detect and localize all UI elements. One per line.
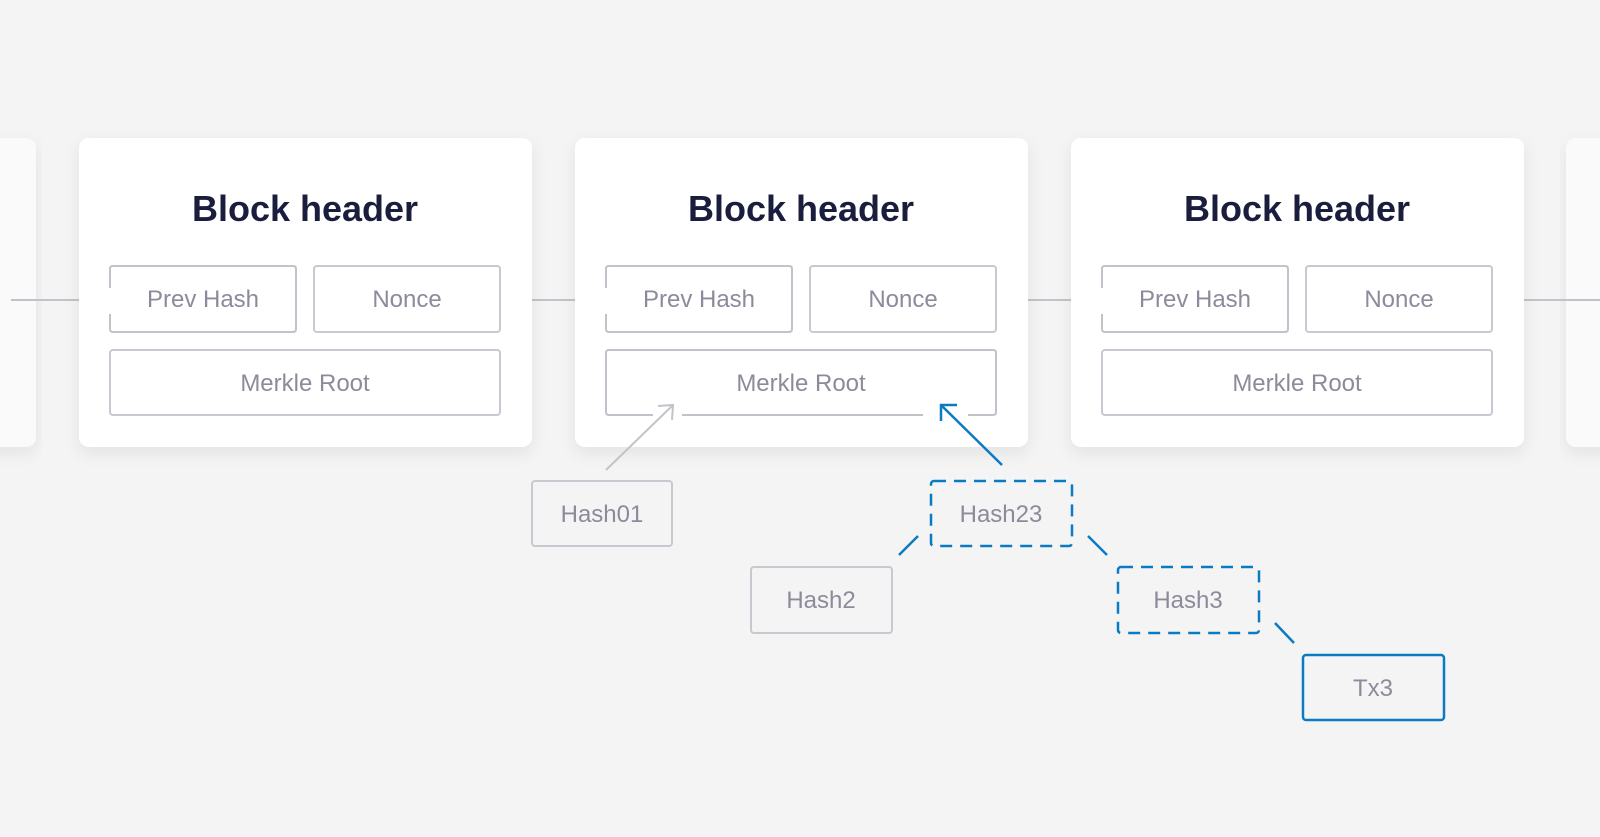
- tx3-node[interactable]: Tx3: [1301, 653, 1446, 722]
- nonce-field[interactable]: Nonce: [313, 265, 501, 333]
- hash2-label: Hash2: [786, 587, 855, 614]
- hash2-node[interactable]: Hash2: [750, 566, 893, 634]
- nonce-field[interactable]: Nonce: [809, 265, 997, 333]
- merkle-root-label: Merkle Root: [240, 370, 370, 397]
- block-card-bg: [575, 138, 1028, 447]
- hash23-to-merkle-arrow: [939, 403, 1003, 466]
- nonce-label: Nonce: [868, 286, 937, 313]
- nonce-label: Nonce: [1364, 286, 1433, 313]
- merkle-root-label: Merkle Root: [1232, 370, 1362, 397]
- merkle-root-label: Merkle Root: [736, 370, 866, 397]
- hash23-hash3-connector: [1087, 535, 1108, 556]
- hash01-node[interactable]: Hash01: [531, 480, 673, 547]
- prev-hash-label: Prev Hash: [643, 286, 755, 313]
- tx3-label: Tx3: [1353, 675, 1393, 702]
- nonce-label: Nonce: [372, 286, 441, 313]
- block-title: Block header: [688, 188, 914, 229]
- hash3-label: Hash3: [1153, 587, 1222, 614]
- hash23-node[interactable]: Hash23: [929, 479, 1074, 548]
- merkle-root-field[interactable]: Merkle Root: [605, 349, 997, 416]
- hash01-to-merkle-arrow: [605, 403, 675, 471]
- hash3-tx3-connector: [1274, 622, 1295, 644]
- nonce-field[interactable]: Nonce: [1305, 265, 1493, 333]
- merkle-root-field[interactable]: Merkle Root: [109, 349, 501, 416]
- hash01-label: Hash01: [561, 501, 644, 528]
- hash2-hash23-connector: [898, 535, 919, 556]
- hash23-label: Hash23: [960, 501, 1043, 528]
- prev-hash-field[interactable]: Prev Hash: [109, 265, 297, 333]
- prev-hash-field[interactable]: Prev Hash: [1101, 265, 1289, 333]
- merkle-root-field[interactable]: Merkle Root: [1101, 349, 1493, 416]
- block-title: Block header: [1184, 188, 1410, 229]
- block-title: Block header: [192, 188, 418, 229]
- prev-hash-field[interactable]: Prev Hash: [605, 265, 793, 333]
- prev-hash-label: Prev Hash: [147, 286, 259, 313]
- prev-hash-label: Prev Hash: [1139, 286, 1251, 313]
- partial-block-left: [0, 138, 36, 447]
- hash3-node[interactable]: Hash3: [1116, 565, 1261, 635]
- partial-block-right: [1566, 138, 1600, 447]
